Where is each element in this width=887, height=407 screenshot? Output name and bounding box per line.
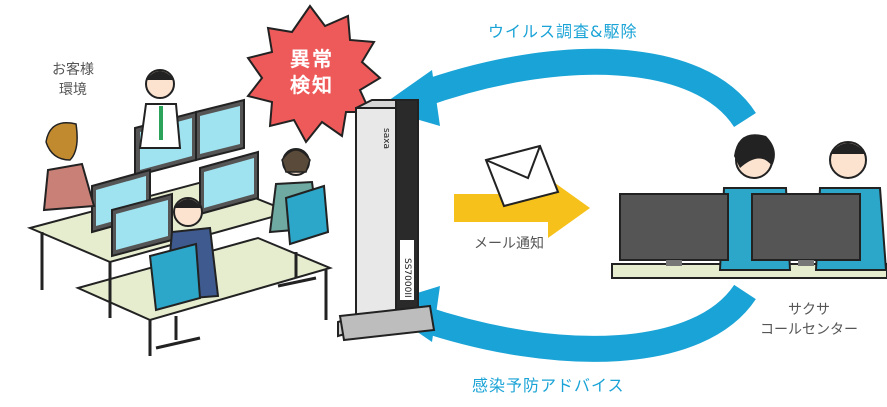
alert-label-line1: 異常	[290, 47, 334, 71]
top-flow-label: ウイルス調査&駆除	[488, 22, 638, 41]
call-center-illustration	[611, 134, 887, 279]
chair	[148, 242, 202, 350]
person	[42, 122, 96, 212]
call-center-label: サクサ コールセンター	[760, 300, 858, 340]
envelope-icon	[484, 144, 560, 208]
device-brand-label: saxa	[381, 128, 391, 150]
monitor	[199, 150, 259, 216]
utm-device-icon	[337, 99, 436, 342]
person	[138, 69, 182, 149]
customer-label-line1: お客様	[52, 62, 94, 78]
bottom-flow-arrow	[378, 284, 756, 362]
office-illustration	[26, 69, 334, 356]
device-model-label: SS7000II	[402, 258, 412, 298]
alert-label: 異常 検知	[286, 46, 338, 98]
monitor	[195, 98, 245, 162]
customer-label-line2: 環境	[59, 82, 87, 98]
customer-label: お客様 環境	[52, 60, 94, 100]
chair	[277, 184, 330, 288]
bottom-flow-label: 感染予防アドバイス	[472, 376, 625, 395]
alert-burst-icon	[246, 4, 382, 144]
monitor	[751, 193, 861, 266]
top-flow-arrow	[378, 48, 756, 128]
mail-notice-label: メール通知	[474, 236, 544, 252]
call-center-label-line2: コールセンター	[760, 322, 858, 338]
call-center-label-line1: サクサ	[788, 302, 830, 318]
alert-label-line2: 検知	[290, 73, 334, 97]
monitor	[619, 193, 729, 266]
